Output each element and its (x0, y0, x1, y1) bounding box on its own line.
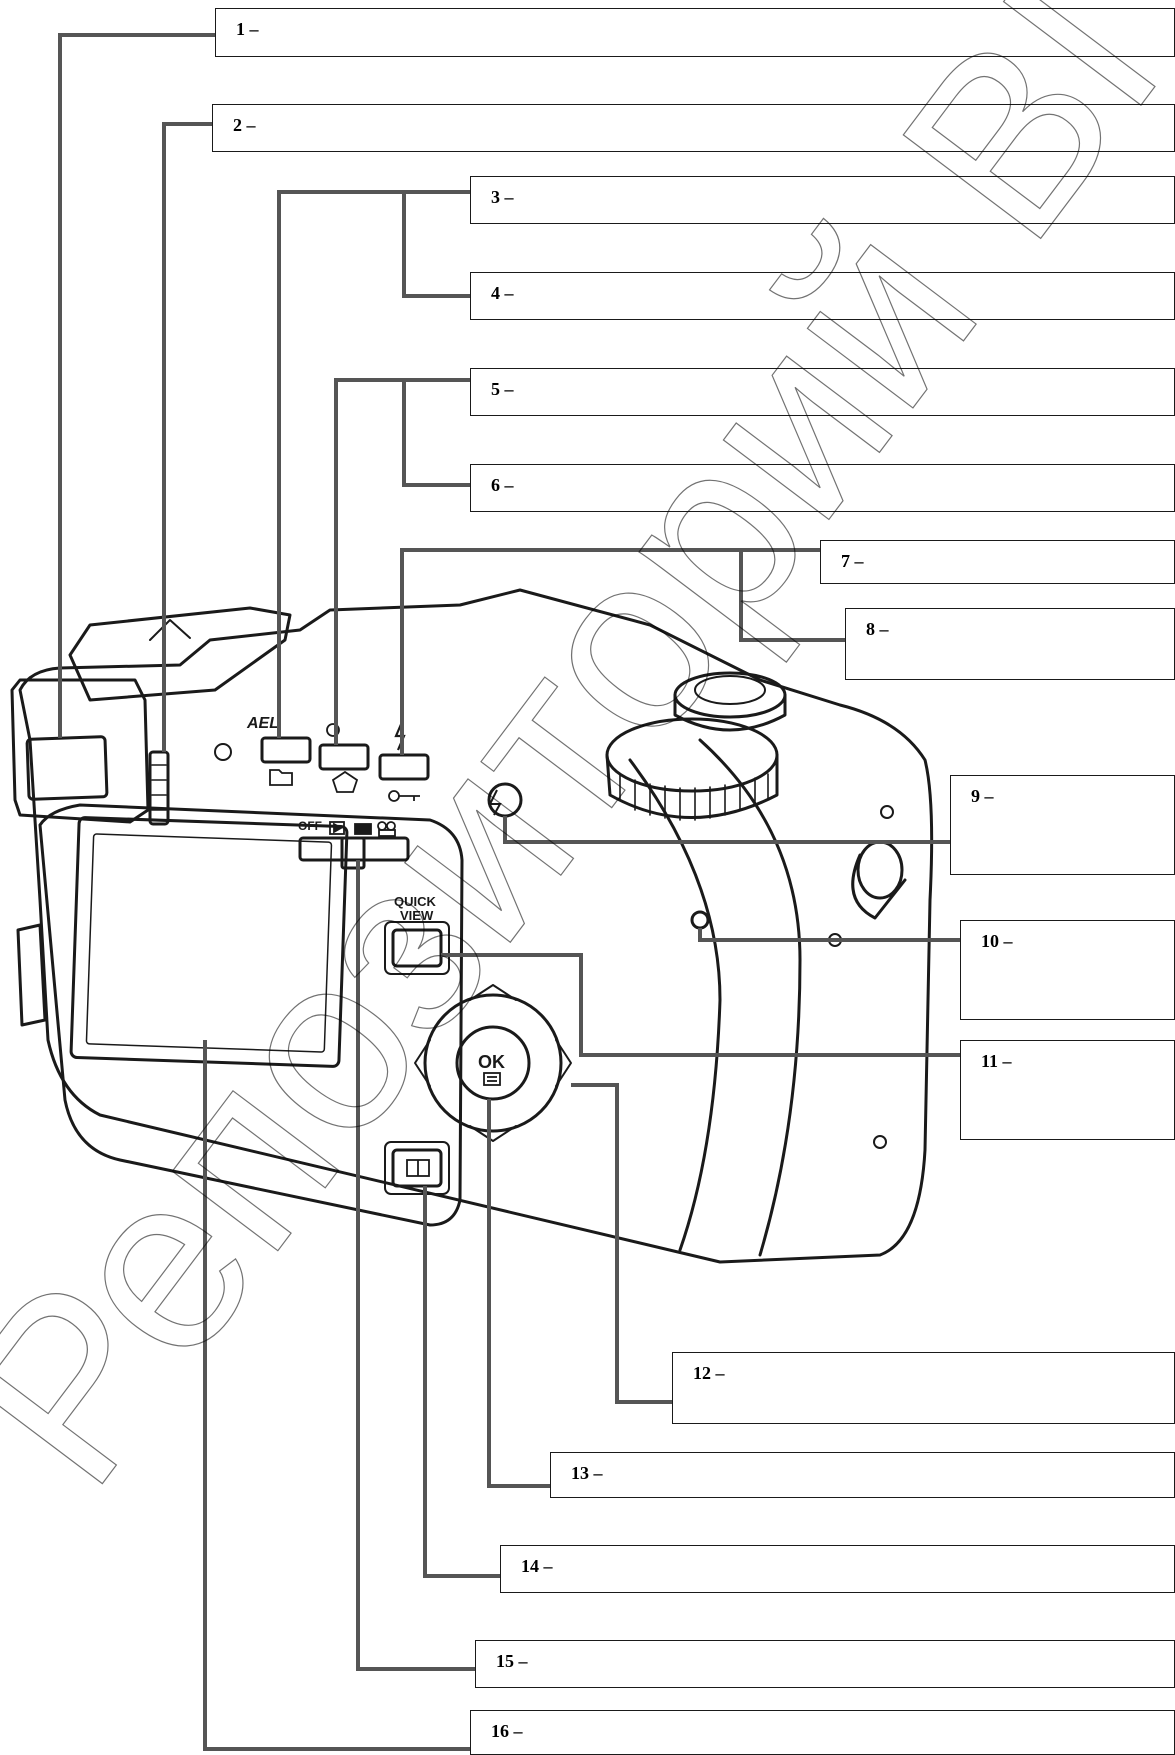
leader-line-11 (441, 953, 960, 1057)
label-box-1[interactable]: 1 – (215, 8, 1175, 57)
leader-line-6 (402, 380, 470, 487)
selftimer-button (318, 743, 370, 771)
leader-line-9 (503, 816, 950, 844)
label-box-7[interactable]: 7 – (820, 540, 1175, 584)
label-box-6[interactable]: 6 – (470, 464, 1175, 512)
mode-dial (605, 717, 779, 793)
label-text-6: 6 – (491, 475, 514, 495)
label-text-1: 1 – (236, 19, 259, 39)
label-text-10: 10 – (981, 931, 1013, 951)
label-text-16: 16 – (491, 1721, 523, 1741)
label-box-14[interactable]: 14 – (500, 1545, 1175, 1593)
leader-line-15 (356, 860, 475, 1671)
flash-housing (68, 606, 292, 702)
camera-back-panel (38, 803, 464, 1227)
leader-line-5 (334, 378, 470, 745)
quick-view-label-2: VIEW (400, 908, 434, 923)
leader-line-3 (277, 190, 470, 738)
leader-line-2 (162, 122, 215, 752)
playback-icon (329, 821, 345, 835)
erase-icon (331, 770, 359, 793)
label-text-5: 5 – (491, 379, 514, 399)
leader-line-7 (400, 548, 820, 755)
label-box-5[interactable]: 5 – (470, 368, 1175, 416)
off-label: OFF (298, 819, 322, 833)
leader-line-12 (571, 1083, 672, 1404)
arrow-pad (423, 993, 563, 1133)
label-text-11: 11 – (981, 1051, 1012, 1071)
label-box-16[interactable]: 16 – (470, 1710, 1175, 1755)
camera-body-outline (18, 588, 934, 1264)
shooting-icon (354, 823, 372, 835)
selftimer-icon (326, 723, 340, 737)
lcd-screen (69, 816, 349, 1068)
flash-mode-button (378, 753, 430, 781)
protect-key-icon (388, 790, 400, 802)
viewfinder-window (25, 735, 109, 801)
label-text-4: 4 – (491, 283, 514, 303)
ok-button (455, 1025, 531, 1101)
label-text-2: 2 – (233, 115, 256, 135)
quick-view-label-1: QUICK (394, 894, 437, 909)
label-box-8[interactable]: 8 – (845, 608, 1175, 680)
leader-line-8 (739, 550, 845, 642)
folder-icon (269, 769, 293, 786)
label-text-15: 15 – (496, 1651, 528, 1671)
label-box-3[interactable]: 3 – (470, 176, 1175, 224)
label-box-10[interactable]: 10 – (960, 920, 1175, 1020)
leader-line-13 (487, 1099, 550, 1488)
ael-label: AEL (246, 715, 279, 732)
label-box-15[interactable]: 15 – (475, 1640, 1175, 1688)
label-text-14: 14 – (521, 1556, 553, 1576)
label-text-9: 9 – (971, 786, 994, 806)
label-box-9[interactable]: 9 – (950, 775, 1175, 875)
label-box-11[interactable]: 11 – (960, 1040, 1175, 1140)
leader-line-14 (423, 1186, 500, 1578)
top-small-dial (673, 671, 787, 719)
label-box-13[interactable]: 13 – (550, 1452, 1175, 1498)
flash-popup-button (487, 782, 523, 818)
label-text-3: 3 – (491, 187, 514, 207)
leader-line-4 (402, 192, 470, 298)
label-text-13: 13 – (571, 1463, 603, 1483)
ael-button (260, 736, 312, 764)
label-text-7: 7 – (841, 551, 864, 571)
movie-icon (377, 821, 387, 831)
indicator-lamp (690, 910, 710, 930)
label-text-8: 8 – (866, 619, 889, 639)
leader-line-1 (58, 33, 215, 738)
leader-lines (58, 33, 960, 1751)
monitor-button (391, 1148, 443, 1188)
leader-line-16 (203, 1040, 470, 1751)
menu-icon (483, 1072, 501, 1086)
label-box-4[interactable]: 4 – (470, 272, 1175, 320)
diopter-dial (148, 750, 170, 826)
grip-contour (628, 758, 722, 1252)
label-text-12: 12 – (693, 1363, 725, 1383)
ok-label: OK (478, 1052, 505, 1072)
label-box-12[interactable]: 12 – (672, 1352, 1175, 1424)
quick-view-button (391, 928, 443, 968)
leader-line-10 (698, 928, 960, 942)
label-box-2[interactable]: 2 – (212, 104, 1175, 152)
strap-eyelet (856, 840, 904, 900)
